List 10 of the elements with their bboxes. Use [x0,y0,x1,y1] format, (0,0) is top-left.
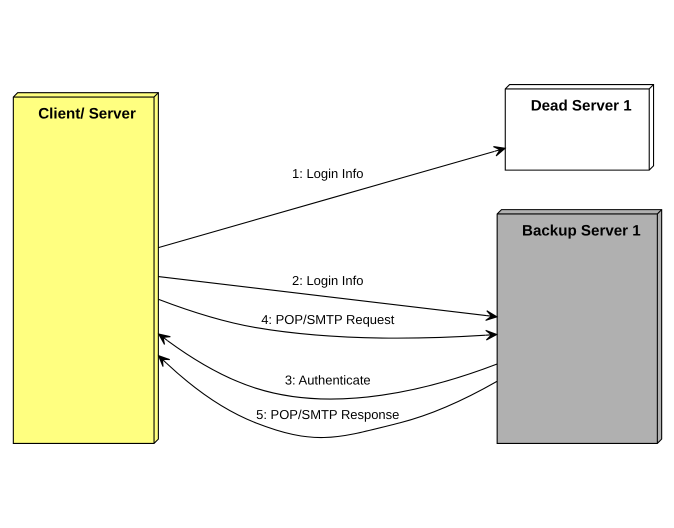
edge-label: 1: Login Info [292,166,363,181]
arrow [158,146,506,248]
arrow [158,276,497,321]
arrow [158,298,497,341]
edge-label: 3: Authenticate [284,372,370,388]
edge-label: 2: Login Info [292,272,363,288]
edge-label: 4: POP/SMTP Request [260,312,394,327]
arrow [158,355,497,438]
arrow [158,334,497,400]
edge-label: 5: POP/SMTP Response [256,407,399,422]
